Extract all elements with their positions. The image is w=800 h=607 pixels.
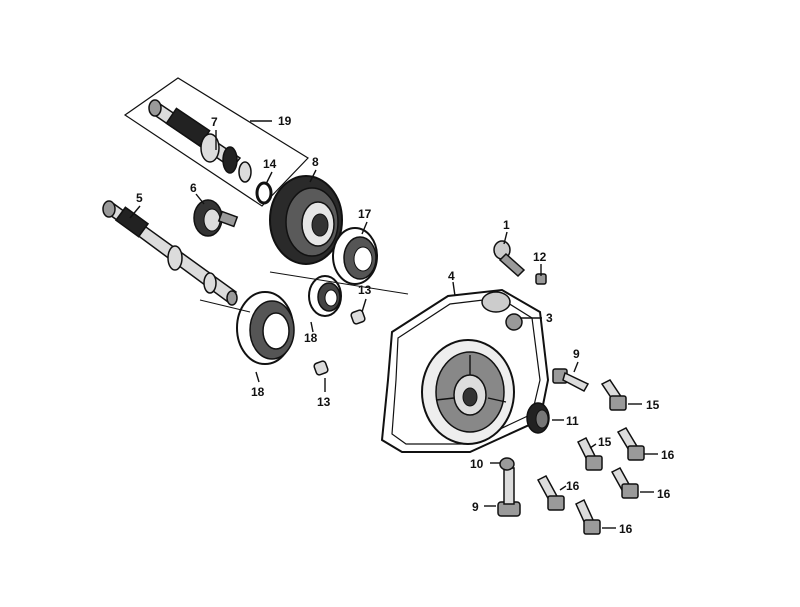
callout-16-a: 16 [661, 448, 675, 462]
callout-7: 7 [211, 115, 218, 129]
gear-part-8 [269, 175, 343, 265]
callout-15-upper: 15 [646, 398, 660, 412]
callout-9-upper: 9 [573, 347, 580, 361]
callout-8: 8 [312, 155, 319, 169]
bearing-part-18-lower [236, 291, 295, 365]
callout-16-b: 16 [657, 487, 671, 501]
bolt-part-15-lower [576, 436, 603, 471]
main-shaft-part-5 [102, 200, 238, 306]
callout-4: 4 [448, 269, 455, 283]
callout-17: 17 [358, 207, 372, 221]
dowel-pin-part-13-upper [350, 309, 366, 325]
assembly-19-frame [123, 77, 309, 207]
washer-part-10 [499, 457, 515, 471]
circlip-part-14 [255, 181, 273, 205]
countershaft-part-7 [148, 99, 252, 183]
callout-10: 10 [470, 457, 484, 471]
bolt-part-16-d [575, 498, 601, 535]
screw-part-1 [493, 240, 526, 278]
bolt-part-9-lower [497, 467, 521, 517]
callout-5: 5 [136, 191, 143, 205]
callout-12: 12 [533, 250, 547, 264]
callout-19: 19 [278, 114, 292, 128]
callout-11: 11 [566, 414, 579, 428]
callout-13-upper: 13 [358, 283, 372, 297]
component-part-6 [193, 199, 239, 237]
callout-18-upper: 18 [304, 331, 318, 345]
transmission-case-part-4 [380, 288, 550, 453]
callout-3: 3 [546, 311, 553, 325]
callout-1: 1 [503, 218, 510, 232]
bolt-part-9-upper [552, 368, 590, 392]
bearing-part-18-upper [308, 275, 342, 317]
bolt-part-16-c [536, 475, 565, 511]
callout-16-d: 16 [619, 522, 633, 536]
callout-6: 6 [190, 181, 197, 195]
bolt-part-16-a [616, 427, 645, 461]
callout-13-lower: 13 [317, 395, 331, 409]
oil-seal-part-11 [526, 402, 550, 434]
dowel-pin-part-13-lower [313, 360, 329, 376]
callout-14: 14 [263, 157, 277, 171]
bearing-part-17 [332, 227, 378, 285]
callout-15-lower: 15 [598, 435, 612, 449]
bolt-part-15-upper [600, 379, 627, 411]
callout-18-lower: 18 [251, 385, 265, 399]
callout-9-lower: 9 [472, 500, 479, 514]
callout-16-c: 16 [566, 479, 580, 493]
bolt-part-16-b [610, 467, 639, 499]
